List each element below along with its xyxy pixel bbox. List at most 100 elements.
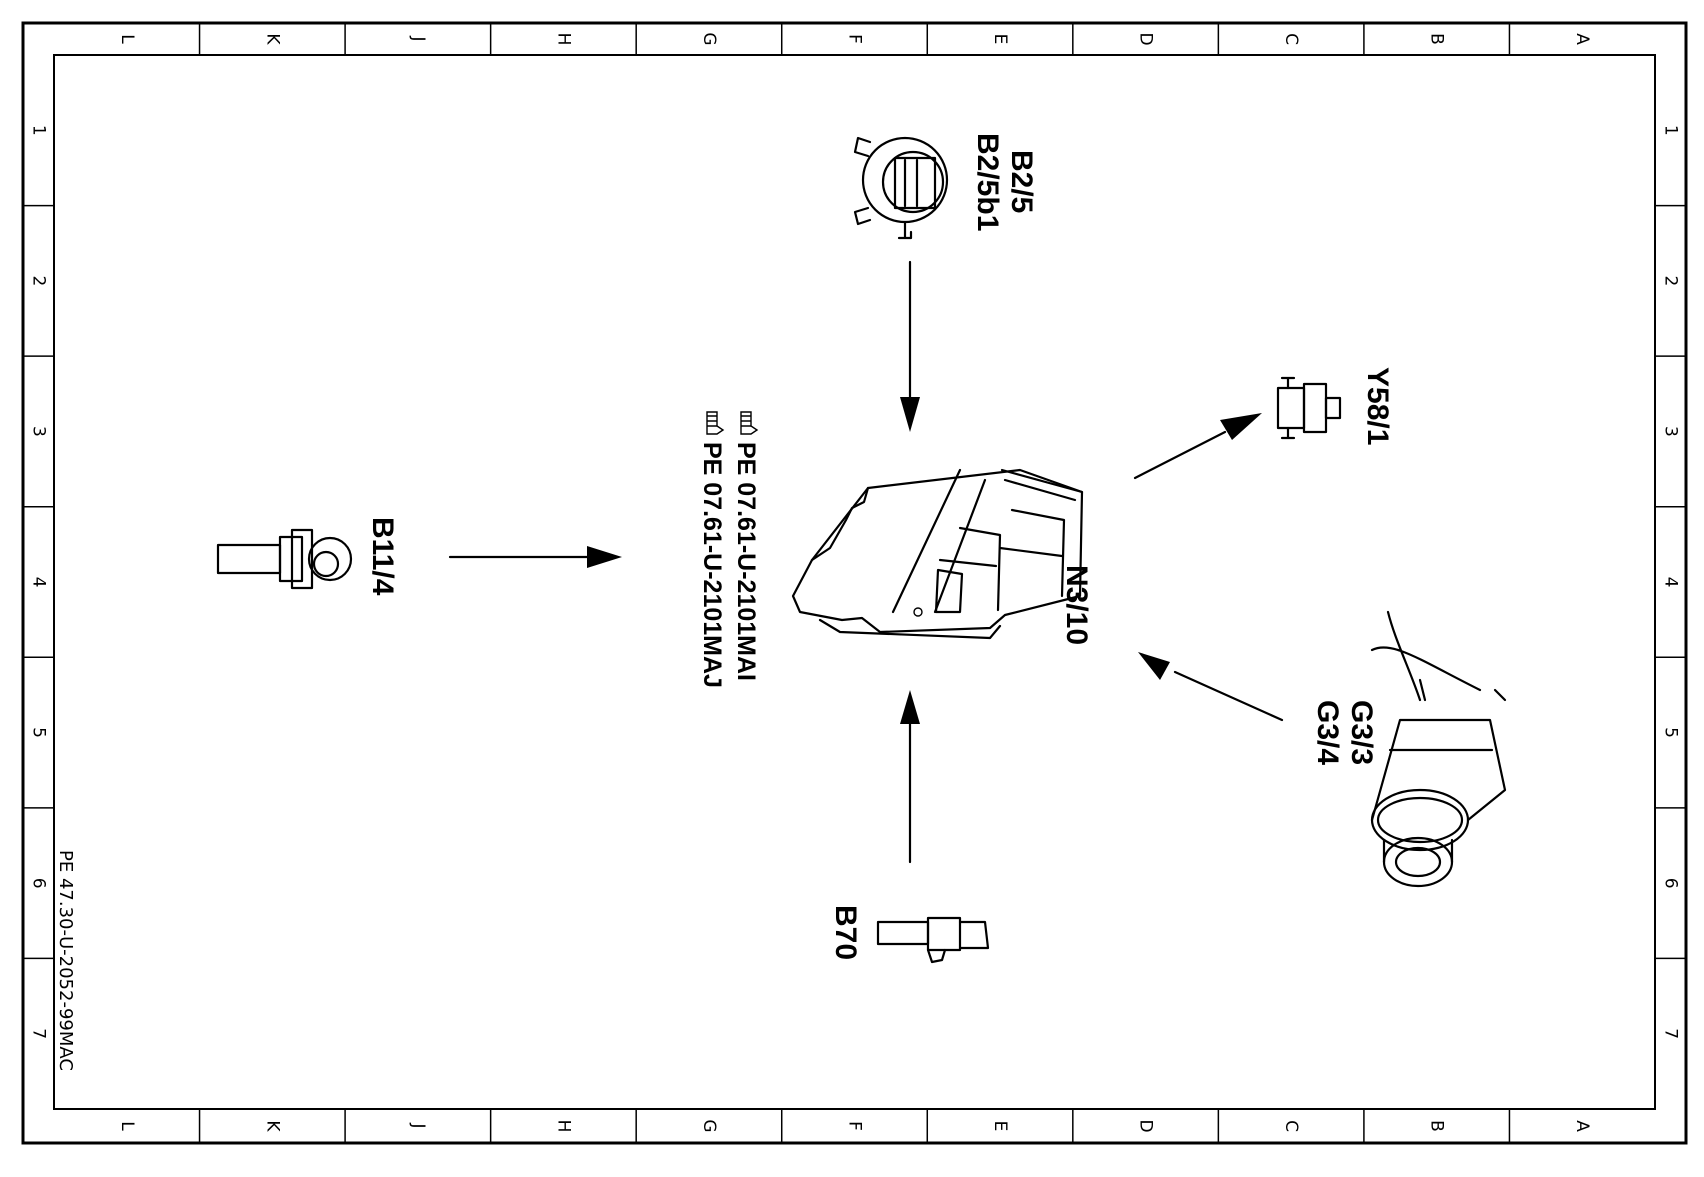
g3-label-group: G3/3 G3/4 [1311, 700, 1378, 765]
grid-letter-bottom-l: L [117, 1121, 137, 1131]
grid-letter-bottom-j: J [408, 1122, 428, 1128]
grid-number-right-2: 2 [1661, 275, 1681, 286]
grid-letter-bottom-e-text: E [990, 1121, 1010, 1132]
grid-letter-top-k: K [262, 33, 282, 45]
grid-number-left-2: 2 [29, 275, 49, 286]
grid-number-right-5: 5 [1661, 727, 1681, 738]
grid-letter-bottom-a-text: A [1572, 1120, 1592, 1132]
grid-number-left-4-text: 4 [29, 577, 49, 588]
arrow-b2-5-to-n3-10 [900, 260, 920, 432]
arrow-g3-to-n3-10 [1138, 652, 1284, 722]
grid-letter-top-c: C [1281, 33, 1301, 45]
grid-letter-top-c-text: C [1281, 33, 1301, 45]
hand-pointer-icon [740, 411, 759, 435]
grid-number-left-3-text: 3 [29, 426, 49, 437]
b2-5b1-label: B2/5b1 [971, 133, 1004, 231]
grid-letter-bottom-h: H [553, 1120, 573, 1133]
grid-ticks [23, 23, 1686, 1143]
b11-4-coolant-temperature-sensor [216, 528, 353, 590]
grid-letter-top-f: F [845, 34, 865, 44]
grid-letter-top-l: L [117, 34, 137, 44]
g3-3-g3-4-oxygen-sensor [1370, 610, 1507, 888]
grid-letter-bottom-a: A [1572, 1120, 1592, 1132]
grid-letter-bottom-d: D [1136, 1119, 1156, 1132]
b70-crankshaft-sensor [876, 916, 990, 964]
reference-2-text: PE 07.61-U-2101MAJ [698, 442, 726, 688]
grid-number-left-3: 3 [29, 426, 49, 437]
grid-number-right-4-text: 4 [1661, 577, 1681, 588]
grid-number-right-4: 4 [1661, 577, 1681, 588]
grid-letter-top-k-text: K [262, 33, 282, 45]
grid-number-right-3: 3 [1661, 426, 1681, 437]
grid-letter-top-l-text: L [117, 34, 137, 44]
reference-1: PE 07.61-U-2101MAI [732, 411, 760, 681]
grid-letter-top-j: J [408, 35, 428, 41]
grid-number-left-4: 4 [29, 577, 49, 588]
grid-letter-bottom-k-text: K [262, 1120, 282, 1132]
reference-notes: PE 07.61-U-2101MAI PE 07.61-U-2101MAJ [698, 411, 760, 688]
grid-number-right-1-text: 1 [1661, 125, 1681, 136]
grid-letter-bottom-d-text: D [1136, 1119, 1156, 1132]
grid-letter-top-j-text: J [408, 35, 428, 41]
g3-4-label: G3/4 [1311, 700, 1344, 765]
grid-number-left-7-text: 7 [29, 1028, 49, 1039]
reference-2: PE 07.61-U-2101MAJ [698, 411, 726, 688]
grid-number-right-6-text: 6 [1661, 878, 1681, 889]
y58-1-valve [1276, 376, 1342, 440]
grid-letter-top-h-text: H [553, 33, 573, 46]
grid-letter-bottom-k: K [262, 1120, 282, 1132]
document-id: PE 47.30-U-2052-99MAC [55, 850, 76, 1071]
grid-letter-top-g: G [699, 32, 719, 45]
grid-number-left-5: 5 [29, 727, 49, 738]
grid-numbers-left: 1 2 3 4 5 6 7 [29, 125, 49, 1039]
grid-number-left-1: 1 [29, 125, 49, 136]
grid-number-left-2-text: 2 [29, 275, 49, 286]
n3-10-control-unit [791, 468, 1084, 640]
grid-letter-top-d-text: D [1136, 32, 1156, 45]
grid-letter-top-d: D [1136, 32, 1156, 45]
grid-letter-top-a-text: A [1572, 33, 1592, 45]
reference-1-text: PE 07.61-U-2101MAI [732, 442, 760, 681]
grid-number-right-6: 6 [1661, 878, 1681, 889]
arrow-n3-10-to-y58-1 [1133, 413, 1262, 480]
b11-4-label-group: B11/4 [366, 517, 399, 596]
document-id-group: PE 47.30-U-2052-99MAC [55, 850, 76, 1071]
grid-letter-top-e: E [990, 34, 1010, 45]
grid-letter-bottom-f-text: F [845, 1121, 865, 1131]
arrow-b11-4-to-n3-10 [448, 546, 622, 568]
grid-letter-top-e-text: E [990, 34, 1010, 45]
y58-1-label: Y58/1 [1361, 367, 1394, 445]
grid-number-left-5-text: 5 [29, 727, 49, 738]
grid-letter-bottom-b-text: B [1427, 1120, 1447, 1132]
b2-5-air-mass-sensor [853, 136, 949, 240]
b70-label-group: B70 [829, 905, 862, 960]
grid-letter-top-f-text: F [845, 34, 865, 44]
grid-letter-top-g-text: G [699, 32, 719, 45]
grid-letter-bottom-f: F [845, 1121, 865, 1131]
grid-letter-bottom-b: B [1427, 1120, 1447, 1132]
b70-label: B70 [829, 905, 862, 960]
grid-number-right-2-text: 2 [1661, 275, 1681, 286]
grid-number-right-7-text: 7 [1661, 1028, 1681, 1039]
grid-letter-bottom-g: G [699, 1119, 719, 1132]
grid-letter-bottom-g-text: G [699, 1119, 719, 1132]
b2-5-label-group: B2/5 B2/5b1 [971, 133, 1038, 231]
grid-number-right-1: 1 [1661, 125, 1681, 136]
grid-letter-top-a: A [1572, 33, 1592, 45]
grid-number-right-7: 7 [1661, 1028, 1681, 1039]
g3-3-label: G3/3 [1345, 700, 1378, 765]
grid-number-left-7: 7 [29, 1028, 49, 1039]
grid-number-left-1-text: 1 [29, 125, 49, 136]
b11-4-label: B11/4 [366, 517, 399, 596]
grid-letter-bottom-h-text: H [553, 1120, 573, 1133]
grid-number-right-3-text: 3 [1661, 426, 1681, 437]
grid-numbers-right: 1 2 3 4 5 6 7 [1661, 125, 1681, 1039]
y58-1-label-group: Y58/1 [1361, 367, 1394, 445]
grid-number-left-6-text: 6 [29, 878, 49, 889]
grid-letter-top-b: B [1427, 33, 1447, 45]
hand-pointer-icon [706, 411, 725, 435]
grid-letter-top-b-text: B [1427, 33, 1447, 45]
